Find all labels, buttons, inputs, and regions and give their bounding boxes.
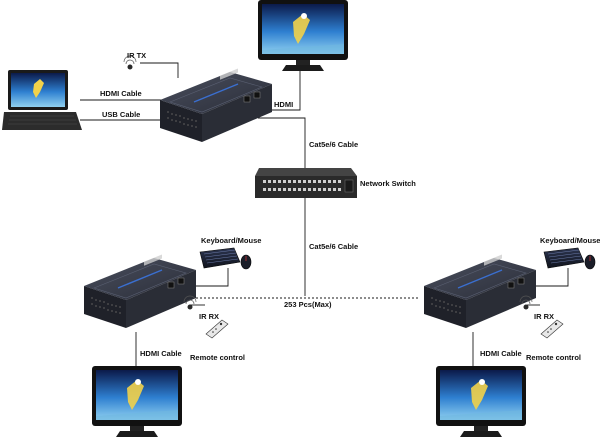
keyboard-mouse-right-icon xyxy=(543,247,596,270)
label-ir-rx-right: IR RX xyxy=(534,312,554,321)
label-hdmi-cable-left: HDMI Cable xyxy=(140,349,182,358)
label-max-pcs: 253 Pcs(Max) xyxy=(284,300,332,309)
receiver-extender-right xyxy=(423,253,537,329)
label-remote-right: Remote control xyxy=(526,353,581,362)
label-remote-left: Remote control xyxy=(190,353,245,362)
bottom-left-monitor xyxy=(92,366,182,437)
network-switch-icon xyxy=(255,168,357,198)
laptop xyxy=(2,70,82,130)
label-ir-tx: IR TX xyxy=(127,51,146,60)
label-hdmi-cable-right: HDMI Cable xyxy=(480,349,522,358)
label-cat-bottom: Cat5e/6 Cable xyxy=(309,242,358,251)
label-keyboard-right: Keyboard/Mouse xyxy=(540,236,600,245)
label-network-switch: Network Switch xyxy=(360,179,416,188)
transmitter-extender xyxy=(159,67,273,143)
label-ir-rx-left: IR RX xyxy=(199,312,219,321)
bottom-right-monitor xyxy=(436,366,526,437)
keyboard-mouse-left-icon xyxy=(199,247,252,270)
label-cat-top: Cat5e/6 Cable xyxy=(309,140,358,149)
label-hdmi-top: HDMI xyxy=(274,100,293,109)
remote-control-left-icon xyxy=(205,319,229,339)
label-usb-cable: USB Cable xyxy=(102,110,140,119)
top-monitor xyxy=(258,0,348,71)
label-hdmi-cable-top: HDMI Cable xyxy=(100,89,142,98)
remote-control-right-icon xyxy=(540,319,564,339)
label-keyboard-left: Keyboard/Mouse xyxy=(201,236,261,245)
receiver-extender-left xyxy=(83,253,197,329)
